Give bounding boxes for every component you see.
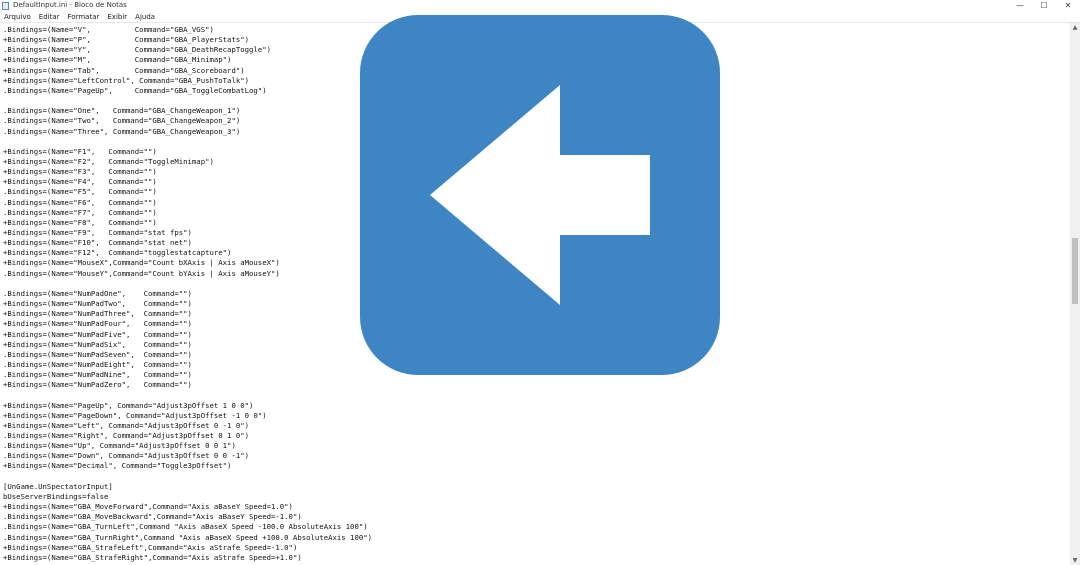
scroll-down-icon[interactable]: ▼ — [1072, 557, 1078, 564]
vertical-scrollbar[interactable]: ▲ ▼ — [1070, 23, 1080, 565]
text-line: +Bindings=(Name="NumPadFour", Command=""… — [3, 319, 192, 329]
text-line: .Bindings=(Name="F7", Command="") — [3, 207, 157, 217]
text-line: +Bindings=(Name="F3", Command="") — [3, 167, 157, 177]
menu-editar[interactable]: Editar — [38, 13, 60, 21]
text-line: .Bindings=(Name="F6", Command="") — [3, 197, 157, 207]
text-line: +Bindings=(Name="MouseX",Command="Count … — [3, 258, 280, 268]
text-line: .Bindings=(Name="F5", Command="") — [3, 187, 157, 197]
text-line: .Bindings=(Name="PageUp", Command="GBA_T… — [3, 85, 267, 95]
scrollbar-thumb[interactable] — [1072, 238, 1078, 305]
text-line: .Bindings=(Name="Up", Command="Adjust3pO… — [3, 441, 236, 451]
text-line: +Bindings=(Name="PageDown", Command="Adj… — [3, 410, 267, 420]
back-arrow-icon — [360, 15, 720, 375]
maximize-button[interactable]: ☐ — [1040, 1, 1048, 10]
text-line: .Bindings=(Name="V", Command="GBA_VGS") — [3, 25, 214, 34]
text-line: +Bindings=(Name="NumPadSix", Command="") — [3, 339, 192, 349]
text-line: +Bindings=(Name="GBA_StrafeRight",Comman… — [3, 552, 302, 562]
text-line: +Bindings=(Name="F10", Command="stat net… — [3, 238, 192, 248]
text-line: .Bindings=(Name="GBA_MoveBackward",Comma… — [3, 512, 302, 522]
minimize-button[interactable]: — — [1016, 1, 1024, 10]
text-line: +Bindings=(Name="NumPadThree", Command="… — [3, 309, 192, 319]
title-bar: DefaultInput.ini - Bloco de Notas — ☐ ✕ — [0, 0, 1080, 12]
text-line: .Bindings=(Name="Down", Command="Adjust3… — [3, 451, 250, 461]
text-line: .Bindings=(Name="Three", Command="GBA_Ch… — [3, 126, 241, 136]
text-line: +Bindings=(Name="LeftControl", Command="… — [3, 75, 250, 85]
text-line: +Bindings=(Name="F9", Command="stat fps"… — [3, 228, 192, 237]
text-line: .Bindings=(Name="GBA_TurnLeft",Command "… — [3, 522, 368, 532]
text-line: .Bindings=(Name="One", Command="GBA_Chan… — [3, 106, 241, 116]
text-line: +Bindings=(Name="Decimal", Command="Togg… — [3, 461, 232, 471]
text-line: .Bindings=(Name="NumPadNine", Command=""… — [3, 370, 192, 380]
text-line: .Bindings=(Name="MouseY",Command="Count … — [3, 268, 280, 278]
menu-ajuda[interactable]: Ajuda — [135, 13, 156, 21]
text-line: .Bindings=(Name="NumPadOne", Command="") — [3, 288, 192, 298]
window-title: DefaultInput.ini - Bloco de Notas — [13, 1, 127, 9]
text-line: +Bindings=(Name="F12", Command="togglest… — [3, 248, 232, 258]
menu-arquivo[interactable]: Arquivo — [4, 13, 31, 21]
menu-formatar[interactable]: Formatar — [67, 13, 100, 21]
close-button[interactable]: ✕ — [1064, 1, 1072, 10]
back-arrow-icon-shape — [430, 85, 650, 305]
text-line: .Bindings=(Name="NumPadSeven", Command="… — [3, 349, 192, 359]
text-line: .Bindings=(Name="Right", Command="Adjust… — [3, 431, 250, 440]
text-line: +Bindings=(Name="GBA_StrafeLeft",Command… — [3, 542, 298, 552]
scroll-up-icon[interactable]: ▲ — [1072, 24, 1078, 31]
text-line: +Bindings=(Name="PageUp", Command="Adjus… — [3, 400, 254, 410]
text-line: +Bindings=(Name="F2", Command="ToggleMin… — [3, 156, 214, 166]
text-line: .Bindings=(Name="NumPadEight", Command="… — [3, 359, 192, 369]
text-line: +Bindings=(Name="Left", Command="Adjust3… — [3, 420, 250, 430]
text-line: +Bindings=(Name="NumPadFive", Command=""… — [3, 329, 192, 339]
text-line: +Bindings=(Name="F8", Command="") — [3, 217, 157, 227]
text-line: +Bindings=(Name="Tab", Command="GBA_Scor… — [3, 65, 245, 75]
text-line: +Bindings=(Name="F1", Command="") — [3, 146, 157, 156]
text-line: bUseServerBindings=false — [3, 491, 109, 501]
text-line: .Bindings=(Name="GBA_TurnRight",Command … — [3, 532, 373, 542]
text-line: +Bindings=(Name="NumPadZero", Command=""… — [3, 380, 192, 390]
window-controls: — ☐ ✕ — [1008, 0, 1080, 12]
notepad-icon — [2, 2, 9, 10]
text-line: .Bindings=(Name="Two", Command="GBA_Chan… — [3, 116, 241, 126]
text-line: +Bindings=(Name="NumPadTwo", Command="") — [3, 299, 192, 309]
text-line: [UnGame.UnSpectatorInput] — [3, 481, 113, 491]
menu-exibir[interactable]: Exibir — [107, 13, 128, 21]
text-line: +Bindings=(Name="P", Command="GBA_Player… — [3, 35, 250, 45]
text-editor-area[interactable]: .Bindings=(Name="V", Command="GBA_VGS")+… — [0, 23, 1070, 565]
text-line: .Bindings=(Name="Y", Command="GBA_DeathR… — [3, 45, 271, 55]
text-line: +Bindings=(Name="GBA_MoveForward",Comman… — [3, 502, 293, 512]
text-line: +Bindings=(Name="F4", Command="") — [3, 177, 157, 187]
text-line: +Bindings=(Name="M", Command="GBA_Minima… — [3, 55, 232, 65]
